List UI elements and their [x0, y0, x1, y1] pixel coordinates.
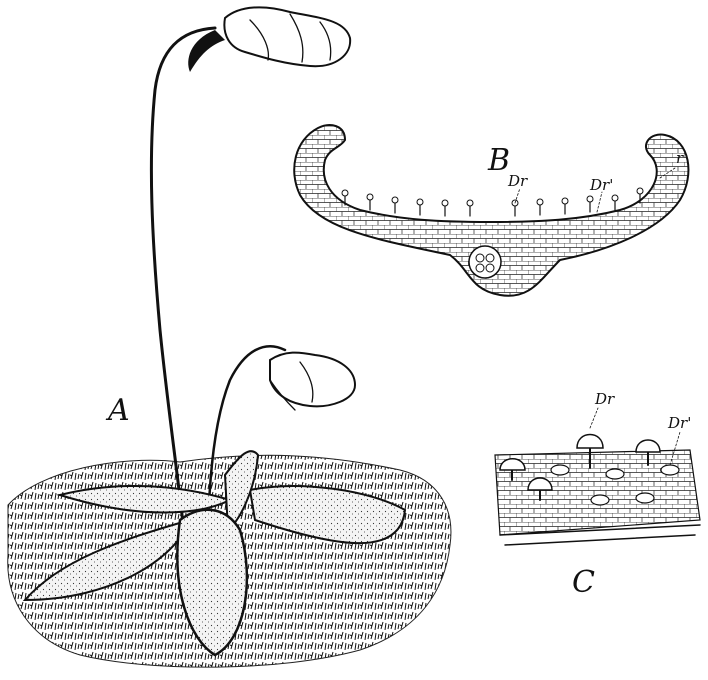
panel-a-plant: A: [8, 7, 451, 667]
gland-row: [345, 193, 640, 216]
panel-b-callout-dr-prime: Dr': [589, 176, 613, 194]
panel-c-callout-dr: Dr: [594, 390, 615, 408]
panel-c-callout-dr-prime: Dr': [667, 414, 691, 432]
lower-flower: [270, 353, 355, 410]
panel-a-label: A: [105, 393, 130, 428]
panel-b-callout-dr: Dr: [507, 172, 528, 190]
vascular-bundle: [469, 246, 501, 278]
top-flower: [188, 7, 350, 72]
panel-b-callout-r: r: [676, 149, 684, 167]
epidermis-tissue: [495, 450, 700, 535]
panel-c-epidermis-detail: C Dr Dr': [495, 390, 700, 600]
panel-b-label: B: [487, 143, 510, 178]
panel-c-label: C: [572, 565, 595, 600]
panel-b-leaf-section: B r Dr Dr': [294, 125, 688, 296]
